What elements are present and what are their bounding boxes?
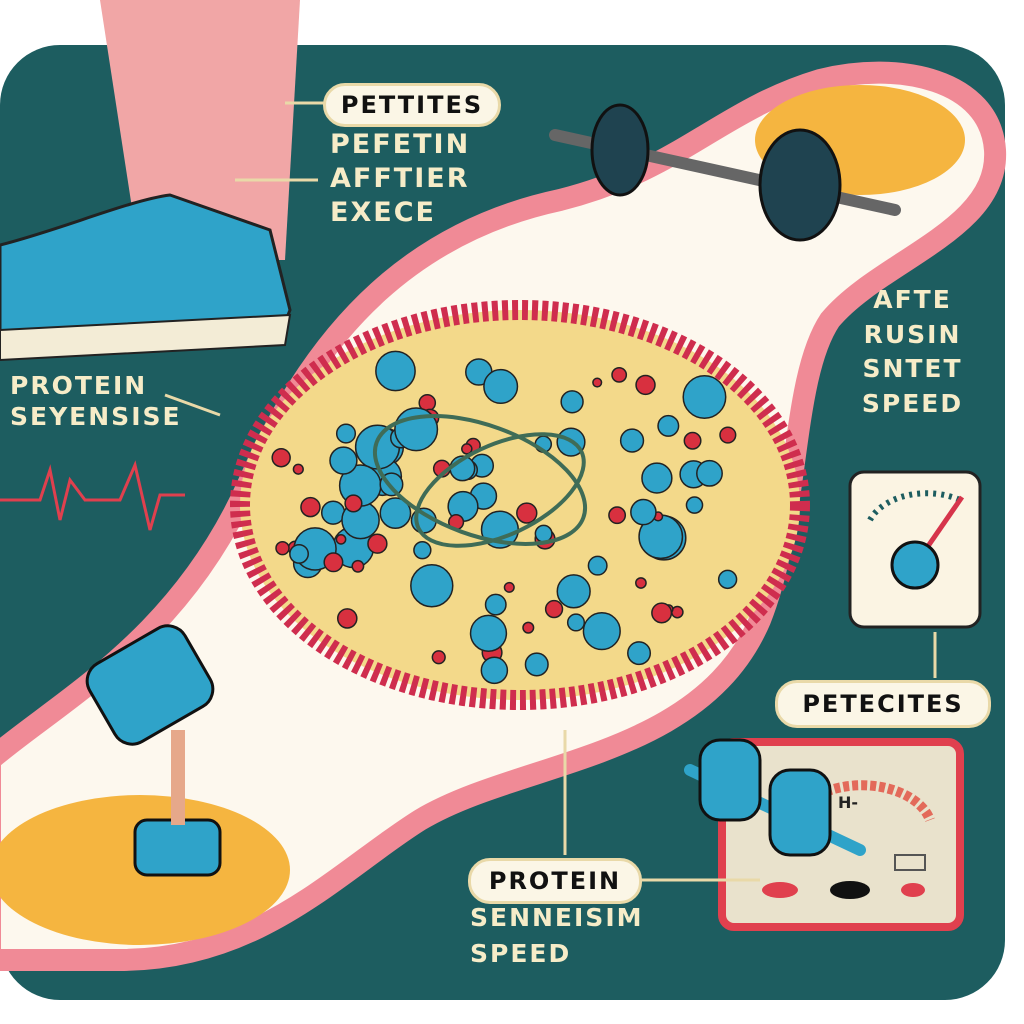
protein-molecule: [410, 564, 454, 608]
protein-molecule: [484, 593, 507, 616]
protein-molecule: [717, 569, 738, 590]
red-particle: [683, 431, 702, 450]
label-left-text: PROTEIN SEYENSISE: [10, 370, 182, 433]
speed-gauge: [848, 470, 982, 629]
red-particle: [611, 366, 628, 383]
red-particle: [461, 443, 473, 455]
protein-molecule: [329, 446, 358, 475]
protein-molecule: [682, 375, 727, 419]
protein-molecule: [587, 555, 608, 576]
red-particle: [335, 533, 347, 545]
label-line: AFTE: [873, 285, 952, 314]
red-particle: [635, 577, 647, 589]
label-petecites: PETECITES: [775, 680, 991, 728]
red-particle: [271, 448, 291, 468]
protein-molecule: [335, 423, 357, 444]
red-particle: [719, 426, 737, 444]
red-particle: [292, 463, 304, 475]
protein-molecule: [657, 414, 680, 437]
protein-molecule: [469, 614, 508, 652]
label-line: PROTEIN: [10, 371, 148, 400]
label-line: SENNEISIM: [470, 903, 644, 932]
label-line: RUSIN: [863, 319, 962, 349]
red-particle: [367, 533, 388, 554]
red-particle: [323, 552, 344, 573]
label-line: AFFTIER: [330, 162, 470, 194]
red-particle: [608, 506, 627, 525]
protein-molecule: [582, 612, 621, 651]
label-line: SNTET: [862, 354, 963, 383]
red-particle: [351, 559, 365, 573]
red-particle: [522, 621, 535, 634]
dumbbell-icon: [684, 738, 866, 857]
red-particle: [336, 608, 358, 629]
red-particle: [592, 377, 603, 388]
protein-molecule: [289, 543, 310, 564]
protein-molecule: [534, 524, 553, 543]
label-pettites: PETTITES: [323, 83, 501, 127]
label-line: SEYENSISE: [10, 402, 182, 432]
protein-molecule: [630, 498, 657, 526]
protein-molecule: [483, 368, 519, 405]
protein-particles: [271, 350, 738, 685]
red-particle: [431, 650, 446, 665]
protein-molecule: [685, 496, 704, 514]
leader-lines: [164, 101, 760, 882]
heartbeat-line-icon: [0, 460, 185, 531]
leg: [100, 0, 300, 260]
red-particle: [503, 581, 515, 593]
protein-molecule: [566, 613, 586, 632]
protein-molecule: [480, 656, 509, 685]
label-protein: PROTEIN: [468, 858, 642, 904]
protein-molecule: [379, 497, 412, 530]
protein-molecule: [641, 462, 673, 494]
red-particle: [635, 374, 656, 396]
sneaker-sole: [0, 313, 292, 362]
label-right-text: AFTE RUSIN SNTET SPEED: [845, 283, 980, 421]
protein-molecule: [556, 574, 591, 609]
dna-strands: [372, 414, 588, 548]
protein-molecule: [560, 390, 584, 414]
label-top-text: PEFETIN AFFTIER EXECE: [330, 128, 470, 229]
protein-container-icon: [85, 624, 222, 877]
protein-molecule: [627, 641, 652, 666]
red-particle: [300, 496, 321, 518]
protein-molecule: [524, 652, 549, 677]
protein-molecule: [619, 428, 645, 453]
label-bottom-text: SENNEISIM SPEED: [470, 900, 644, 973]
barbell-icon: [549, 103, 901, 242]
red-particle: [344, 494, 363, 513]
label-line: SPEED: [861, 388, 964, 418]
label-line: PEFETIN: [330, 129, 471, 160]
protein-molecule: [413, 540, 432, 560]
protein-molecule: [696, 459, 723, 487]
red-particle: [544, 599, 564, 619]
protein-molecule: [375, 350, 416, 392]
sneaker: [0, 193, 292, 347]
red-particle: [275, 540, 290, 556]
protein-molecule: [320, 500, 346, 525]
red-particle: [651, 602, 673, 624]
label-line: SPEED: [470, 939, 572, 969]
panel-readout: H-: [838, 793, 859, 812]
label-line: EXECE: [330, 196, 436, 228]
red-particle: [516, 502, 538, 524]
